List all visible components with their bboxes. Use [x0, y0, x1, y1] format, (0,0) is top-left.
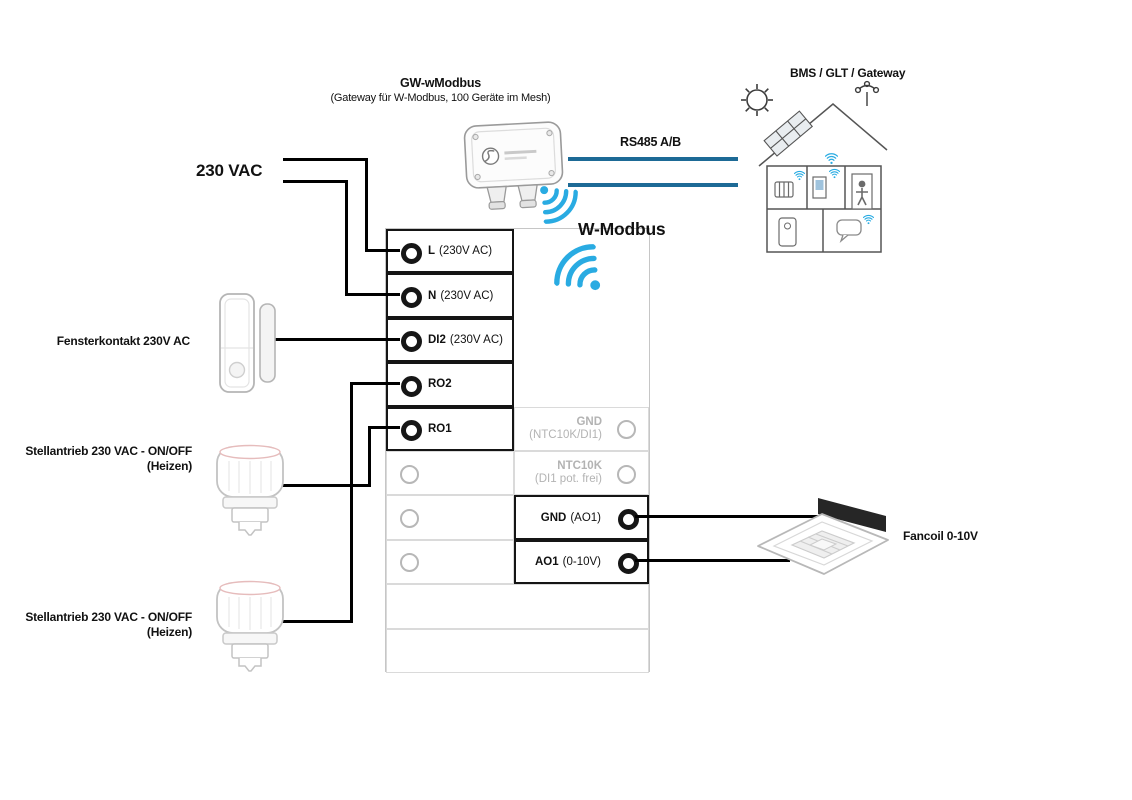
terminal-cell-ro1: RO1	[386, 406, 514, 451]
terminal-label: L	[428, 245, 436, 258]
sun-icon	[741, 84, 773, 116]
terminal-detail: (0-10V)	[562, 555, 601, 568]
wire-supply-l	[365, 249, 400, 252]
empty-terminal-row	[386, 628, 649, 673]
terminal-label: N	[428, 289, 437, 302]
terminal-detail: (NTC10K/DI1)	[529, 428, 602, 441]
terminal-cell-ntc10k: NTC10K (DI1 pot. frei)	[514, 451, 649, 496]
empty-terminal-cell	[386, 451, 514, 496]
wire-supply-n	[283, 180, 348, 183]
terminal-n-icon	[401, 286, 422, 308]
terminal-ntc10k-icon	[617, 464, 636, 484]
actuator-2-illustration	[216, 580, 284, 672]
terminal-cell-gnd-ao1: GND(AO1)	[514, 495, 649, 540]
terminal-cell-ro2: RO2	[386, 362, 514, 407]
terminal-detail: (230V AC)	[440, 289, 494, 302]
terminal-cell-ao1: AO1(0-10V)	[514, 539, 649, 585]
wire-window-contact-di2	[270, 338, 400, 341]
gateway-device-illustration	[463, 121, 564, 210]
terminal-detail: (DI1 pot. frei)	[534, 473, 602, 486]
actuator2-label: Stellantrieb 230 VAC - ON/OFF	[25, 610, 192, 624]
cable-gland-icon	[486, 185, 507, 203]
window-contact-label: Fensterkontakt 230V AC	[56, 334, 190, 348]
terminal-block: GND (NTC10K/DI1) NTC10K (DI1 pot. frei) …	[385, 228, 650, 673]
bms-house-illustration	[741, 80, 888, 253]
wire-actuator2-ro2	[270, 620, 353, 623]
terminal-detail: (230V AC)	[449, 333, 503, 346]
wire-actuator1-ro1	[368, 426, 371, 487]
wire-fancoil-ao1	[635, 559, 790, 562]
wmodbus-label: W-Modbus	[578, 219, 666, 239]
wire-supply-l	[283, 158, 368, 161]
terminal-ao1-icon	[618, 553, 639, 575]
actuator1-sublabel: (Heizen)	[146, 459, 192, 473]
wire-fancoil-gnd	[635, 515, 820, 518]
house-wifi-icon	[825, 153, 838, 165]
terminal-empty-icon	[400, 464, 419, 484]
terminal-label: RO2	[428, 378, 452, 391]
fancoil-label: Fancoil 0-10V	[903, 529, 978, 543]
terminal-label: RO1	[428, 422, 452, 435]
rs485-bus-line-b	[568, 183, 738, 187]
terminal-label: GND	[540, 511, 567, 524]
terminal-gnd-ao1-icon	[618, 508, 639, 530]
empty-terminal-cell	[386, 495, 514, 540]
wire-actuator2-ro2	[350, 382, 353, 623]
terminal-cell-n: N(230V AC)	[386, 273, 514, 318]
terminal-di2-icon	[401, 331, 422, 353]
actuator-1-illustration	[216, 444, 284, 536]
terminal-label: NTC10K	[557, 460, 602, 473]
terminal-label: DI2	[428, 333, 446, 346]
wire-supply-n	[345, 293, 400, 296]
wire-actuator1-ro1	[368, 426, 400, 429]
actuator1-label: Stellantrieb 230 VAC - ON/OFF	[25, 444, 192, 458]
chat-bubble-icon	[836, 219, 862, 244]
terminal-cell-l: L(230V AC)	[386, 229, 514, 274]
terminal-detail: (230V AC)	[439, 245, 493, 258]
terminal-empty-icon	[400, 508, 419, 528]
wind-sensor-icon	[854, 80, 880, 106]
actuator2-sublabel: (Heizen)	[146, 625, 192, 639]
terminal-ro2-icon	[401, 375, 422, 397]
wire-actuator1-ro1	[270, 484, 371, 487]
gateway-subtitle: (Gateway für W-Modbus, 100 Geräte im Mes…	[330, 92, 551, 104]
terminal-l-icon	[401, 242, 422, 264]
supply-label: 230 VAC	[196, 161, 263, 180]
gateway-title: GW-wModbus	[399, 76, 482, 90]
terminal-empty-icon	[400, 553, 419, 573]
terminal-label: AO1	[534, 555, 559, 568]
window-contact-illustration	[219, 293, 276, 393]
terminal-cell-di2: DI2(230V AC)	[386, 317, 514, 363]
fancoil-top-slab	[818, 498, 886, 532]
rs485-label: RS485 A/B	[620, 135, 681, 149]
solar-panel-icon	[763, 110, 814, 157]
empty-terminal-row	[386, 584, 649, 629]
person-at-door-icon	[851, 173, 873, 210]
wire-supply-n	[345, 180, 348, 296]
rs485-bus-line-a	[568, 157, 738, 161]
terminal-detail: (AO1)	[570, 511, 601, 524]
radiator-icon	[774, 181, 794, 198]
terminal-label: GND	[576, 415, 602, 428]
terminal-cell-gnd-ntc: GND (NTC10K/DI1)	[514, 406, 649, 451]
terminal-gnd-ntc-icon	[617, 420, 636, 440]
wire-actuator2-ro2	[350, 382, 400, 385]
bms-label: BMS / GLT / Gateway	[790, 66, 906, 80]
fancoil-illustration	[757, 498, 889, 575]
empty-terminal-cell	[386, 539, 514, 585]
thermostat-display-icon	[812, 176, 827, 199]
wire-supply-l	[365, 158, 368, 252]
boiler-icon	[778, 217, 797, 247]
terminal-ro1-icon	[401, 420, 422, 442]
